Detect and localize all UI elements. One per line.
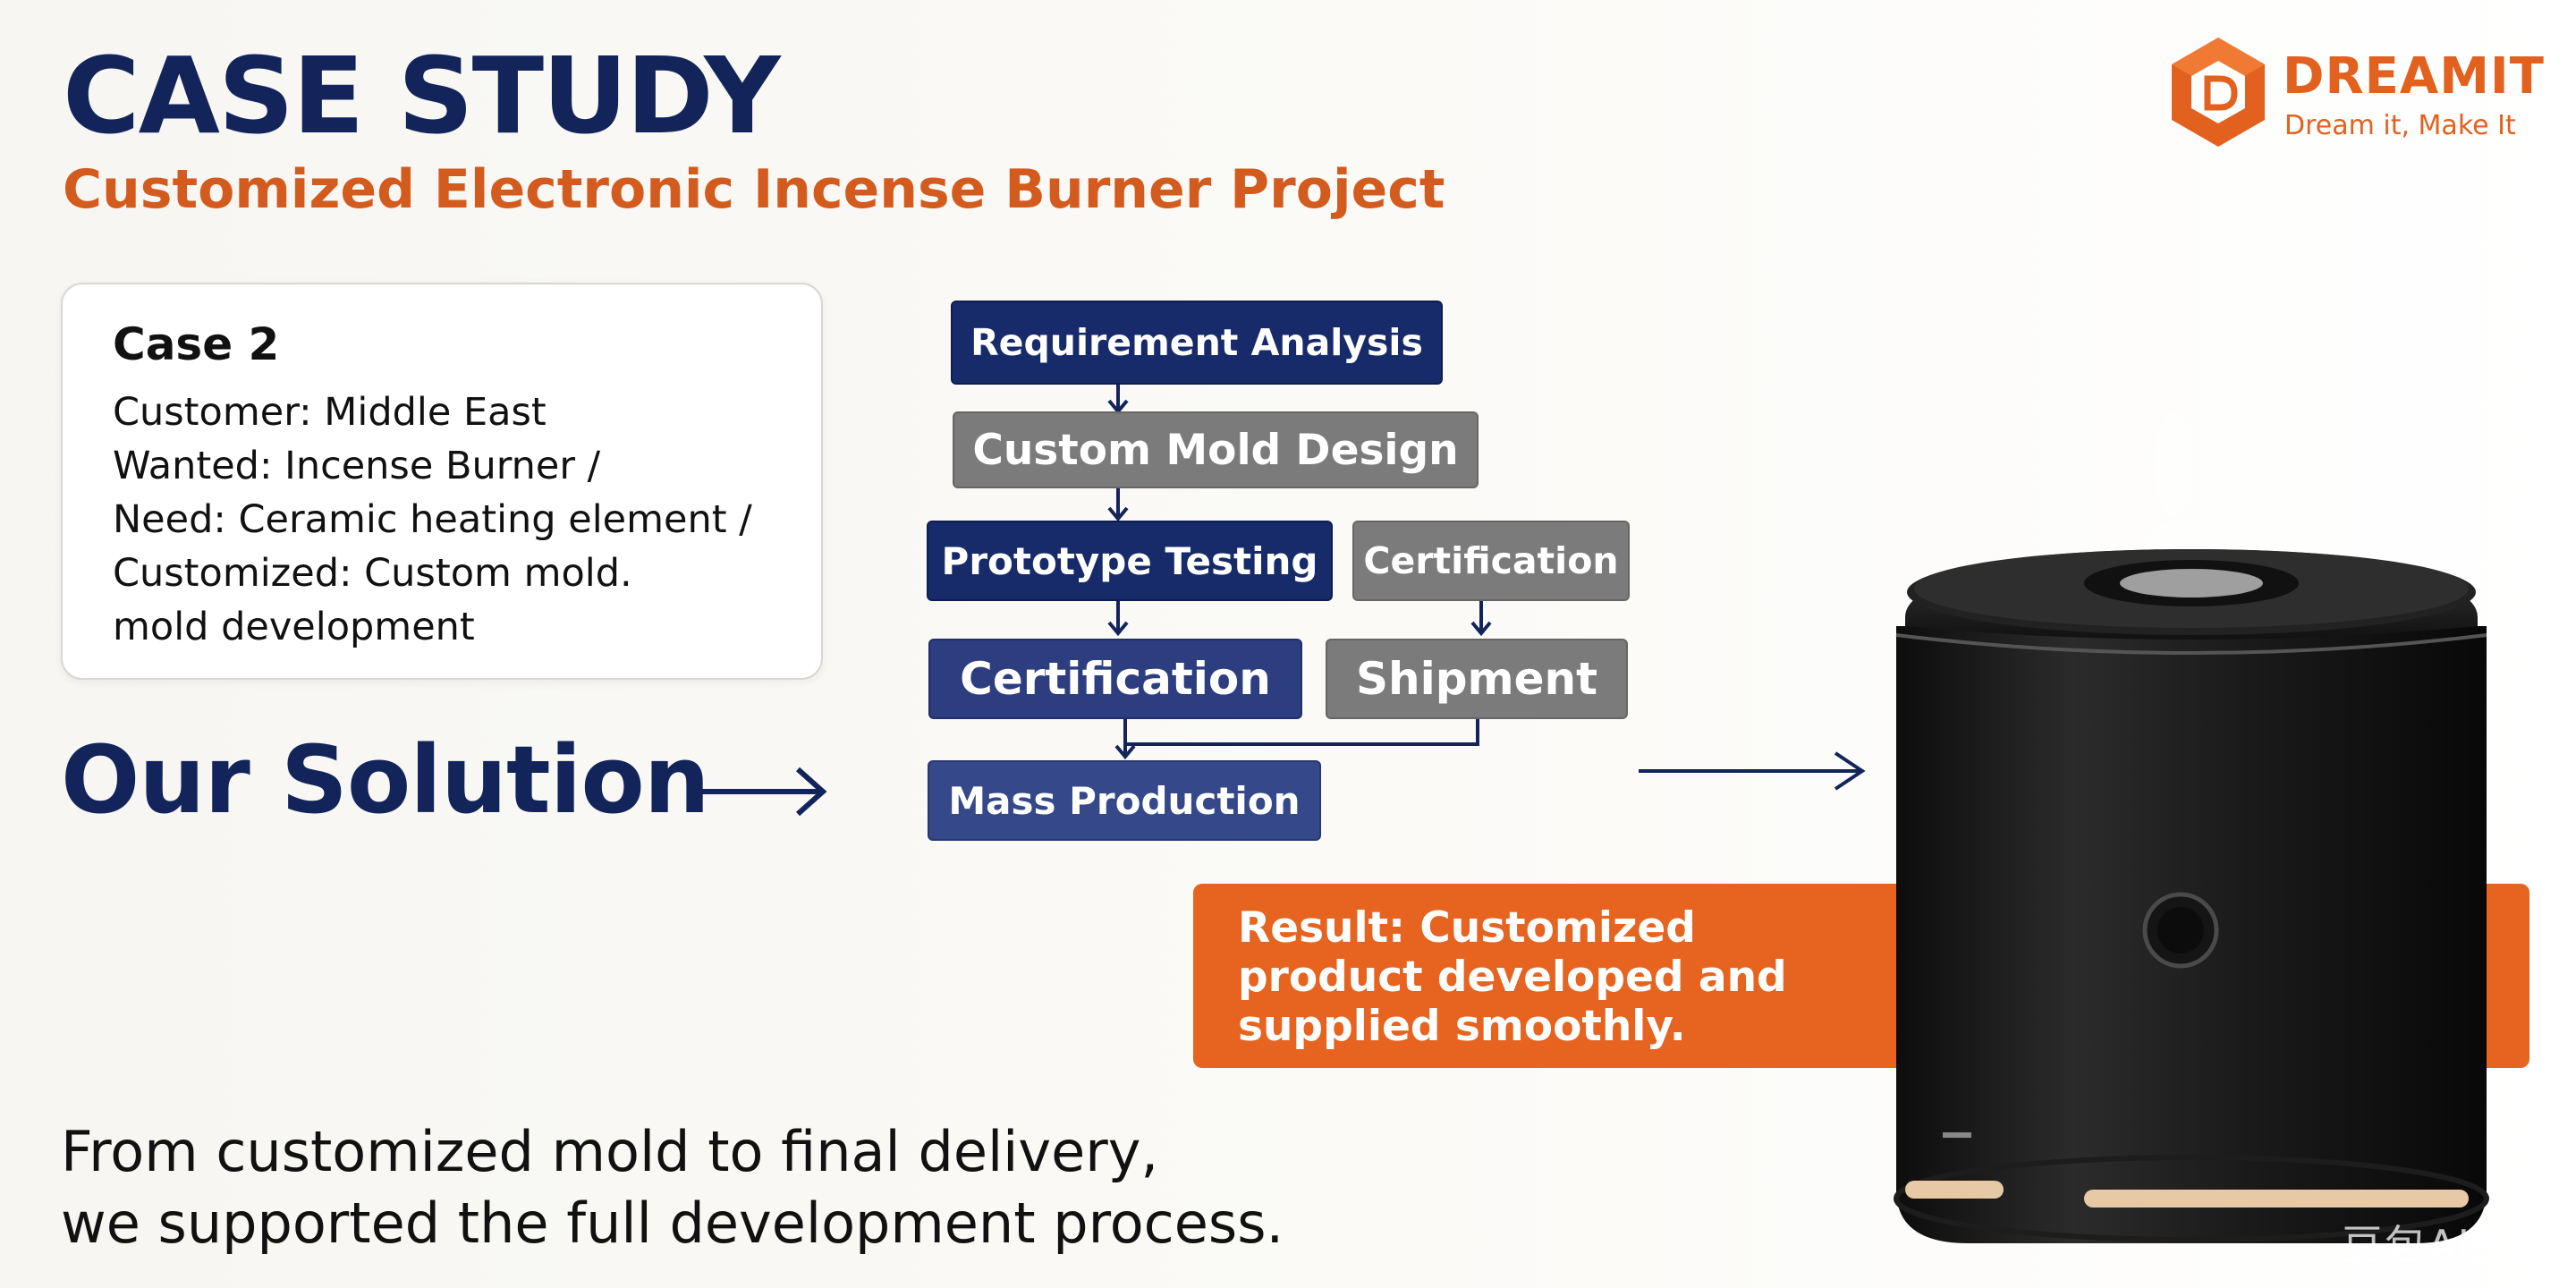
case-card: Case 2 Customer: Middle East Wanted: Inc…	[61, 283, 823, 680]
step-certification: Certification	[928, 639, 1302, 719]
step-requirement-analysis: Requirement Analysis	[951, 301, 1443, 385]
step-shipment: Shipment	[1326, 639, 1628, 719]
arrow-right-icon	[698, 767, 827, 817]
page-subtitle: Customized Electronic Incense Burner Pro…	[63, 158, 1445, 221]
case-line-wanted: Wanted: Incense Burner /	[113, 444, 601, 488]
step-certification-top: Certification	[1352, 521, 1630, 601]
watermark: 豆包AI生成	[2342, 1221, 2558, 1269]
step-mass-production: Mass Production	[928, 760, 1321, 841]
solution-label: Our Solution	[61, 725, 710, 835]
brand-logo: DREAMIT Dream it, Make It	[2165, 34, 2544, 150]
closing-line-1: From customized mold to final delivery,	[61, 1119, 1159, 1184]
brand-tagline: Dream it, Make It	[2284, 110, 2516, 141]
incense-burner-image	[1894, 367, 2489, 1243]
page-title: CASE STUDY	[63, 34, 781, 157]
case-line-customized: Customized: Custom mold.	[113, 551, 632, 596]
result-text: Result: Customized product developed and…	[1238, 903, 1787, 1051]
brand-name: DREAMIT	[2283, 47, 2545, 106]
arrow-right-icon	[1639, 751, 1866, 791]
case-line-mold: mold development	[113, 605, 475, 649]
case-line-customer: Customer: Middle East	[113, 390, 547, 435]
step-prototype-testing: Prototype Testing	[927, 521, 1333, 601]
case-line-need: Need: Ceramic heating element /	[113, 497, 752, 542]
hexagon-d-logo-icon	[2172, 38, 2265, 147]
closing-line-2: we supported the full development proces…	[61, 1191, 1284, 1256]
closing-statement: From customized mold to final delivery, …	[61, 1116, 1284, 1259]
case-heading: Case 2	[113, 318, 280, 370]
step-custom-mold-design: Custom Mold Design	[953, 411, 1479, 488]
